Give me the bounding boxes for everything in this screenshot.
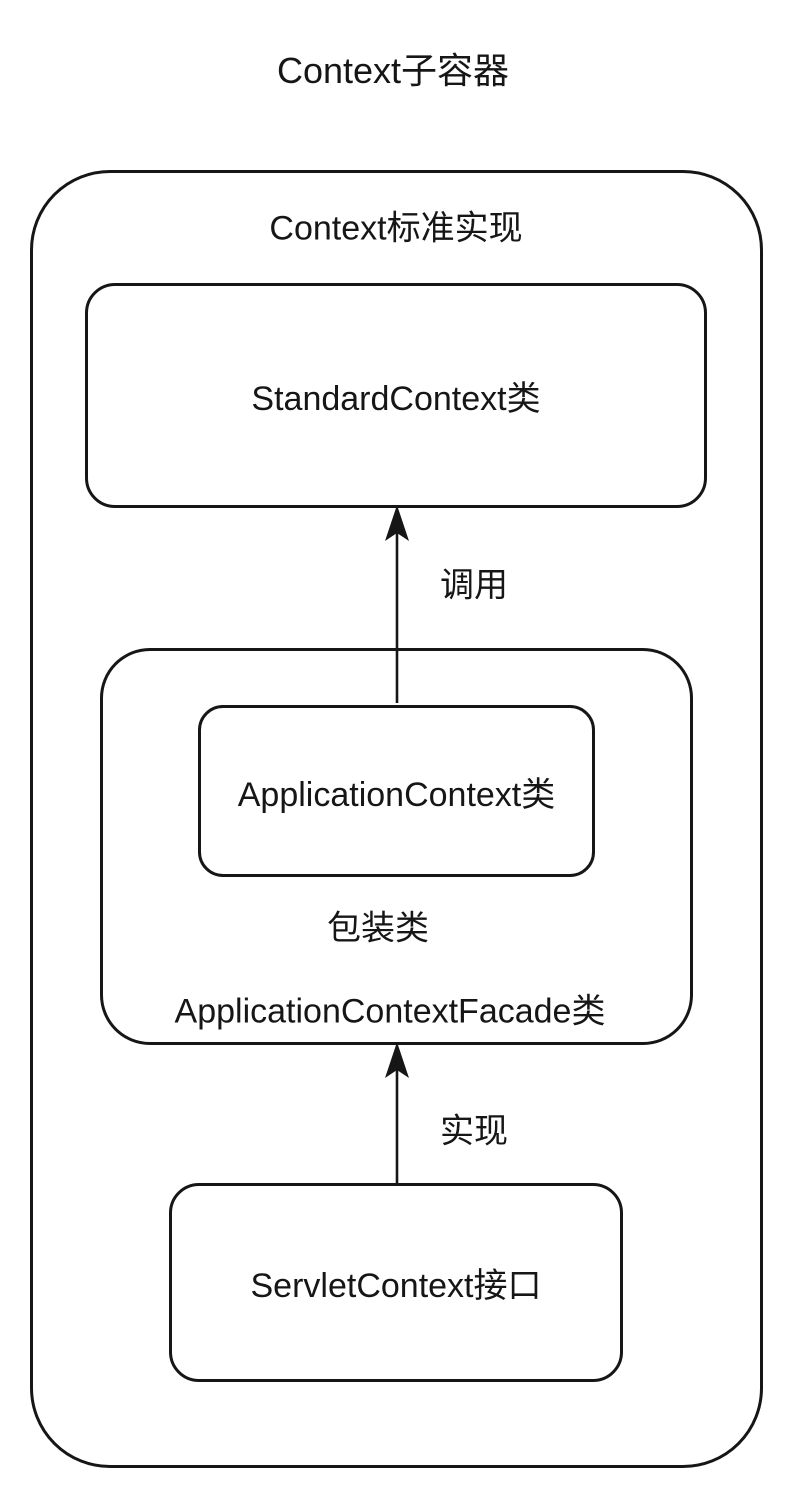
outer-container-label: Context标准实现 [269,209,523,248]
node-standard-context-label: StandardContext类 [251,380,541,418]
node-standard-context: StandardContext类 [85,283,707,508]
node-servlet-context-label: ServletContext接口 [250,1267,542,1305]
node-servlet-context: ServletContext接口 [169,1183,623,1382]
node-application-context: ApplicationContext类 [198,705,595,877]
edge-call-label: 调用 [440,566,508,605]
outer-container-context-impl [30,170,763,1468]
diagram-title: Context子容器 [276,50,510,91]
node-application-context-facade-label: ApplicationContextFacade类 [174,992,606,1031]
edge-implement-label: 实现 [440,1112,508,1151]
node-application-context-label: ApplicationContext类 [237,775,556,814]
wrapper-class-note: 包装类 [327,909,429,948]
